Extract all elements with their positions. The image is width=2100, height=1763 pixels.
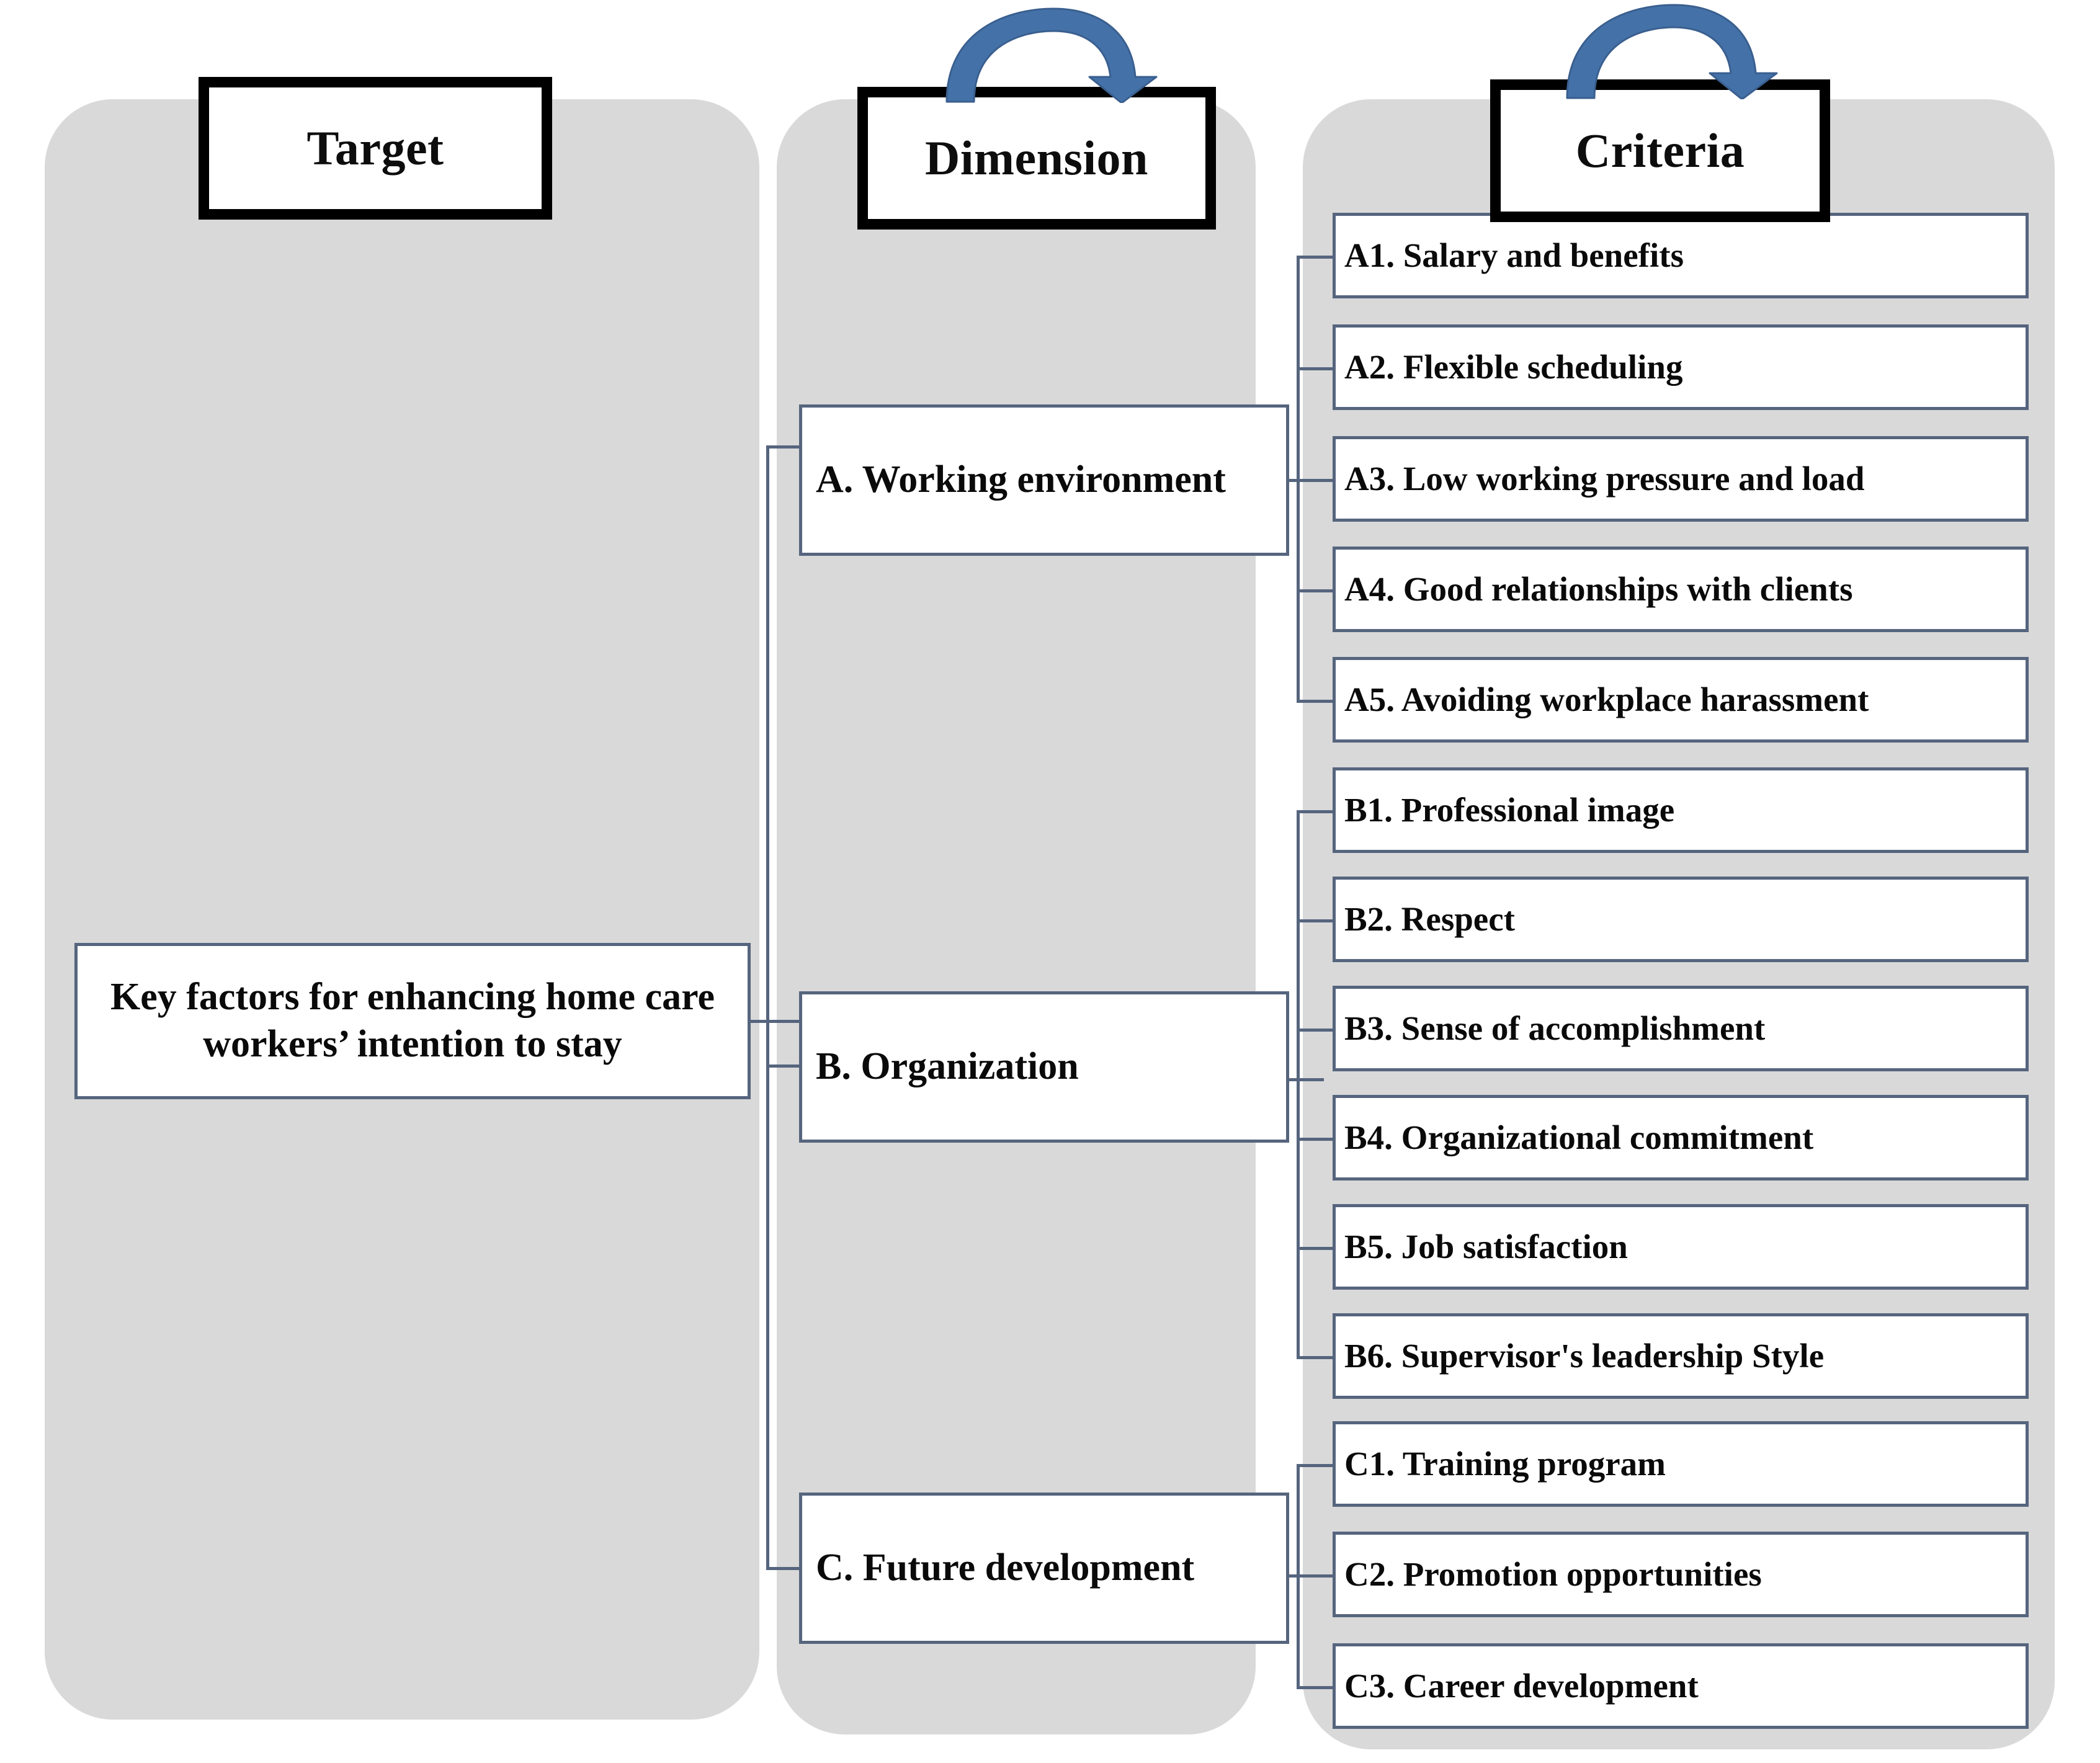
dimension-node-a[interactable]: A. Working environment (799, 404, 1289, 556)
criteria-node-c3-label: C3. Career development (1344, 1667, 1699, 1705)
criteria-node-b3[interactable]: B3. Sense of accomplishment (1333, 986, 2029, 1071)
goal-node[interactable]: Key factors for enhancing home care work… (74, 943, 751, 1099)
connector-criteria-b2 (1297, 919, 1335, 922)
column-header-target-label: Target (306, 121, 444, 175)
criteria-node-b1-label: B1. Professional image (1344, 791, 1675, 829)
criteria-node-c3[interactable]: C3. Career development (1333, 1643, 2029, 1729)
connector-criteria-b5 (1297, 1247, 1335, 1250)
connector-dim-b-stub (1285, 1078, 1324, 1081)
criteria-node-a3[interactable]: A3. Low working pressure and load (1333, 436, 2029, 522)
criteria-node-a1-label: A1. Salary and benefits (1344, 236, 1684, 275)
connector-criteria-b4 (1297, 1138, 1335, 1141)
dimension-node-b[interactable]: B. Organization (799, 991, 1289, 1143)
connector-criteria-b6 (1297, 1356, 1335, 1359)
dimension-node-a-label: A. Working environment (816, 458, 1226, 501)
connector-criteria-c1 (1297, 1464, 1335, 1467)
connector-criteria-a5 (1297, 700, 1335, 703)
connector-dimension-a (766, 445, 802, 449)
criteria-node-b1[interactable]: B1. Professional image (1333, 767, 2029, 853)
criteria-node-a4[interactable]: A4. Good relationships with clients (1333, 547, 2029, 632)
connector-criteria-b3 (1297, 1029, 1335, 1032)
criteria-node-a1[interactable]: A1. Salary and benefits (1333, 213, 2029, 298)
connector-criteria-a4 (1297, 589, 1335, 592)
dimension-node-c[interactable]: C. Future development (799, 1493, 1289, 1644)
connector-criteria-b-trunk (1297, 810, 1300, 1357)
column-header-criteria-label: Criteria (1575, 123, 1745, 177)
criteria-node-b5[interactable]: B5. Job satisfaction (1333, 1204, 2029, 1290)
column-header-dimension: Dimension (857, 87, 1216, 230)
criteria-node-c1[interactable]: C1. Training program (1333, 1421, 2029, 1507)
criteria-node-b3-label: B3. Sense of accomplishment (1344, 1009, 1766, 1048)
criteria-node-a2[interactable]: A2. Flexible scheduling (1333, 324, 2029, 410)
criteria-node-b2-label: B2. Respect (1344, 900, 1515, 939)
column-header-dimension-label: Dimension (925, 131, 1148, 185)
connector-criteria-c2 (1297, 1574, 1335, 1578)
connector-criteria-a3 (1297, 479, 1335, 482)
connector-dimension-c (766, 1567, 802, 1570)
criteria-node-b4[interactable]: B4. Organizational commitment (1333, 1095, 2029, 1181)
criteria-node-a4-label: A4. Good relationships with clients (1344, 570, 1853, 609)
connector-criteria-b1 (1297, 810, 1335, 813)
dimension-node-c-label: C. Future development (816, 1547, 1195, 1589)
connector-criteria-a2 (1297, 367, 1335, 370)
criteria-node-c2-label: C2. Promotion opportunities (1344, 1555, 1762, 1594)
criteria-node-b5-label: B5. Job satisfaction (1344, 1228, 1628, 1266)
criteria-node-b6-label: B6. Supervisor's leadership Style (1344, 1337, 1825, 1375)
dimension-node-b-label: B. Organization (816, 1045, 1079, 1088)
criteria-node-b4-label: B4. Organizational commitment (1344, 1118, 1814, 1157)
goal-node-label: Key factors for enhancing home care work… (110, 976, 715, 1065)
connector-criteria-a-trunk (1297, 256, 1300, 701)
target-column-panel (45, 99, 759, 1720)
criteria-node-a3-label: A3. Low working pressure and load (1344, 460, 1865, 498)
column-header-criteria: Criteria (1490, 79, 1830, 222)
criteria-node-c1-label: C1. Training program (1344, 1445, 1666, 1483)
column-header-target: Target (199, 77, 552, 220)
connector-dimension-b (766, 1064, 802, 1068)
criteria-node-a2-label: A2. Flexible scheduling (1344, 348, 1683, 386)
criteria-node-c2[interactable]: C2. Promotion opportunities (1333, 1532, 2029, 1617)
criteria-node-a5-label: A5. Avoiding workplace harassment (1344, 681, 1869, 719)
dimension-column-panel (777, 99, 1256, 1734)
connector-criteria-a1 (1297, 256, 1335, 259)
connector-criteria-c3 (1297, 1686, 1335, 1689)
connector-goal-stub (751, 1020, 800, 1023)
connector-dimension-trunk (766, 445, 769, 1569)
criteria-node-b6[interactable]: B6. Supervisor's leadership Style (1333, 1313, 2029, 1399)
criteria-node-a5[interactable]: A5. Avoiding workplace harassment (1333, 657, 2029, 743)
criteria-node-b2[interactable]: B2. Respect (1333, 877, 2029, 962)
